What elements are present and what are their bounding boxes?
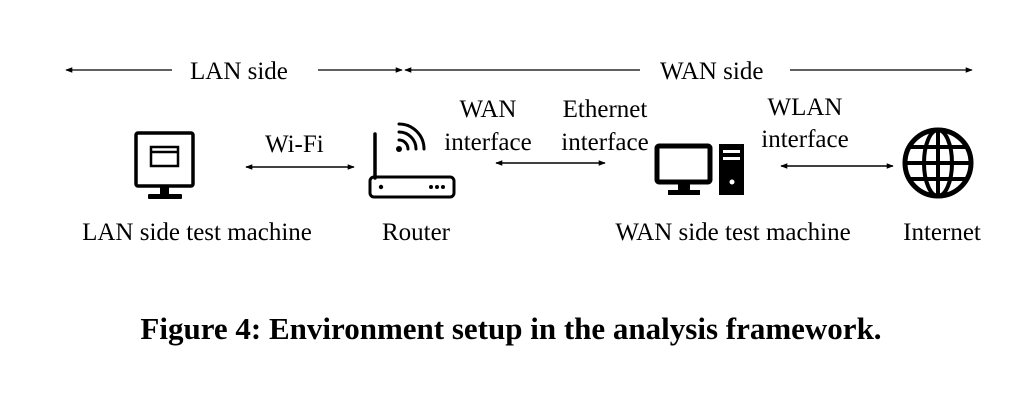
wlan-interface-label-line1: WLAN <box>767 94 843 121</box>
wlan-interface-label-line2: interface <box>761 126 849 153</box>
router-label: Router <box>381 219 451 246</box>
ethernet-interface-label-line2: interface <box>561 129 649 156</box>
monitor-icon <box>134 131 195 199</box>
wan-interface-label-line1: WAN <box>459 96 517 123</box>
ethernet-interface-label-line1: Ethernet <box>562 96 648 123</box>
globe-icon <box>902 127 974 199</box>
internet-label: Internet <box>903 219 981 246</box>
figure-caption: Figure 4: Environment setup in the analy… <box>140 311 882 346</box>
wifi-router-icon <box>368 122 456 199</box>
desktop-computer-icon <box>654 143 744 195</box>
lan-side-label: LAN side <box>190 58 288 85</box>
wan-side-label: WAN side <box>660 58 764 85</box>
wan-machine-label: WAN side test machine <box>615 219 851 246</box>
wan-interface-label-line2: interface <box>444 129 532 156</box>
wifi-label: Wi-Fi <box>265 131 324 158</box>
lan-machine-label: LAN side test machine <box>82 219 312 246</box>
